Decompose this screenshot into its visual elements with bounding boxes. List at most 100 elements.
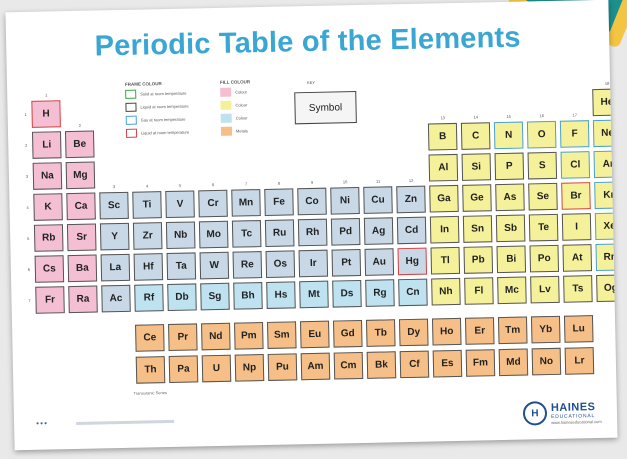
element-cell: Hg: [397, 247, 428, 276]
fill-legend-label: Colour: [235, 102, 248, 108]
fill-legend-label: Metals: [235, 128, 248, 134]
element-cell: Og: [596, 274, 618, 303]
element-cell: Ne: [592, 119, 618, 148]
element-cell: Es: [432, 349, 463, 378]
element-cell: La: [100, 253, 131, 282]
element-cell: Cn: [398, 278, 428, 307]
group-number: 6: [211, 182, 215, 188]
element-cell: Sb: [495, 214, 526, 243]
group-number: 11: [375, 178, 381, 184]
element-cell: Sr: [66, 223, 97, 252]
element-cell: Nb: [165, 221, 196, 250]
element-cell: Kr: [594, 181, 618, 210]
element-cell: Lr: [564, 347, 595, 375]
fill-colour-header: FILL COLOUR: [219, 79, 251, 85]
transuranic-note: Transuranic Series: [133, 390, 167, 396]
element-cell: In: [429, 215, 460, 244]
element-cell: He: [592, 88, 618, 117]
element-cell: Ge: [462, 184, 492, 212]
element-cell: Mg: [65, 161, 96, 190]
key-label: KEY: [306, 79, 316, 86]
frame-legend-label: Gas at room temperature: [140, 116, 186, 123]
element-cell: Pr: [168, 323, 198, 352]
fill-legend-row: Colour: [220, 87, 250, 97]
group-number: 8: [277, 180, 281, 186]
key-box: Symbol: [294, 91, 357, 125]
element-cell: Li: [31, 131, 62, 159]
element-cell: O: [526, 120, 557, 149]
frame-legend-label: Solid at room temperature: [140, 90, 187, 97]
element-cell: Si: [461, 153, 492, 181]
element-cell: Fm: [465, 349, 496, 377]
element-cell: At: [562, 244, 593, 272]
element-cell: Zr: [132, 222, 163, 250]
element-cell: Nh: [431, 277, 461, 306]
element-cell: Co: [297, 187, 327, 216]
element-cell: Ho: [431, 317, 462, 346]
period-number: 6: [27, 266, 31, 272]
element-cell: Cf: [399, 350, 430, 379]
element-cell: As: [495, 183, 525, 212]
element-cell: Re: [232, 251, 263, 279]
group-number: 10: [342, 179, 348, 185]
group-number: 2: [78, 122, 82, 128]
period-number: 1: [24, 111, 27, 117]
group-number: 14: [473, 114, 479, 120]
period-number: 3: [25, 173, 29, 179]
frame-legend-row: Liquid at room temperature: [125, 102, 189, 112]
element-cell: Ts: [563, 275, 593, 303]
element-cell: Rn: [595, 243, 618, 272]
element-cell: Cu: [363, 186, 393, 214]
element-cell: Th: [135, 356, 166, 384]
element-cell: Hf: [133, 253, 164, 281]
element-cell: Lu: [563, 315, 594, 343]
element-cell: Ir: [298, 249, 329, 278]
element-cell: N: [493, 121, 524, 150]
element-cell: P: [494, 152, 525, 181]
group-number: 4: [145, 183, 149, 189]
element-cell: Bh: [233, 282, 263, 310]
element-cell: Cr: [198, 189, 228, 218]
frame-legend-swatch: [125, 89, 137, 99]
haines-logo-mark: H: [522, 401, 548, 426]
group-number: 15: [506, 113, 512, 119]
periodic-table-poster: Periodic Table of the Elements FRAME COL…: [5, 0, 618, 451]
group-number: 13: [440, 115, 446, 121]
element-cell: Be: [64, 130, 95, 159]
element-cell: Ga: [429, 184, 459, 213]
element-cell: Ba: [67, 254, 98, 283]
element-cell: Ra: [68, 285, 98, 314]
element-cell: Xe: [594, 212, 618, 241]
element-cell: Bk: [366, 351, 397, 379]
element-cell: Mn: [231, 189, 261, 217]
element-cell: Po: [529, 244, 560, 273]
group-number: 12: [408, 177, 414, 183]
element-cell: Rf: [134, 284, 164, 312]
element-cell: Tm: [497, 316, 528, 345]
fill-legend-label: Colour: [235, 89, 248, 95]
element-cell: Lv: [530, 275, 560, 304]
element-cell: Pd: [330, 217, 361, 246]
element-cell: Mo: [198, 220, 229, 249]
element-cell: I: [561, 213, 592, 241]
element-cell: Ru: [264, 219, 295, 247]
group-number: 18: [604, 80, 610, 86]
frame-colour-header: FRAME COLOUR: [124, 81, 162, 87]
frame-legend-label: Liquid at room temperature: [140, 129, 190, 136]
element-cell: Cl: [560, 151, 591, 179]
element-cell: Al: [428, 153, 459, 182]
element-cell: Rb: [33, 224, 64, 252]
group-number: 3: [112, 184, 116, 190]
element-cell: Ac: [101, 284, 131, 313]
element-cell: Ta: [166, 252, 197, 281]
element-cell: Bi: [496, 245, 527, 274]
group-number: 5: [178, 182, 182, 188]
element-cell: Er: [464, 317, 495, 345]
element-cell: Rg: [365, 279, 395, 307]
group-number: 16: [539, 113, 545, 119]
frame-legend-row: Gas at room temperature: [125, 115, 189, 125]
element-cell: Tb: [365, 319, 396, 347]
